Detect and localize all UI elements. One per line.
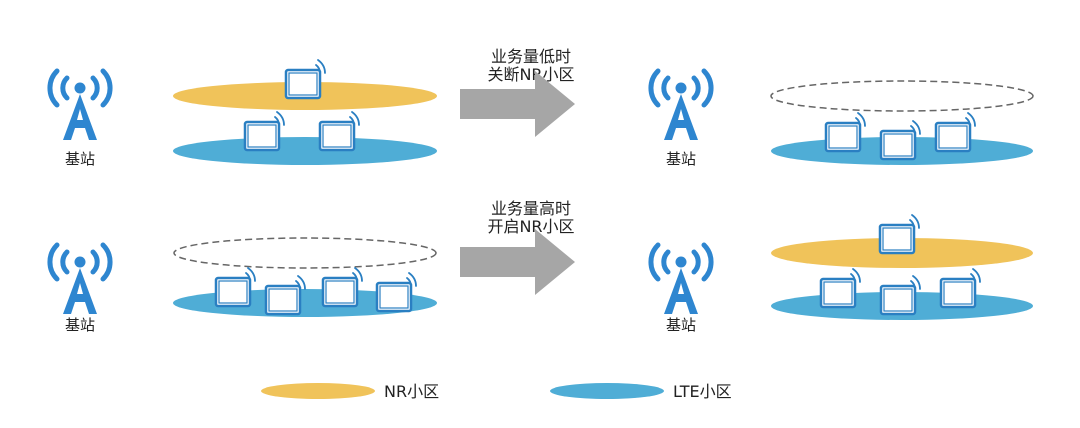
arrow-right-icon (460, 229, 575, 295)
caption-line1: 业务量高时 (491, 199, 571, 218)
phone-icon (214, 266, 257, 308)
phone-icon (879, 119, 922, 161)
phone-icon (375, 271, 418, 313)
phone-icon (878, 213, 921, 255)
base-station-icon (50, 245, 110, 314)
station-label: 基站 (666, 316, 696, 334)
station-label: 基站 (65, 150, 95, 168)
lte-cell (173, 137, 437, 165)
nr-cell-off (173, 237, 437, 269)
caption-line2: 开启NR小区 (487, 217, 574, 236)
legend-lte-swatch (550, 383, 664, 399)
phone-icon (243, 110, 286, 152)
phone-icon (264, 274, 307, 316)
nr-cell-off (770, 80, 1034, 112)
legend-nr-label: NR小区 (384, 382, 439, 401)
caption-line1: 业务量低时 (491, 47, 571, 66)
legend: NR小区 LTE小区 (261, 382, 732, 401)
legend-nr-swatch (261, 383, 375, 399)
phone-icon (879, 274, 922, 316)
base-station-icon (651, 71, 711, 140)
phone-icon (321, 266, 364, 308)
phone-icon (284, 58, 327, 100)
caption-line2: 关断NR小区 (487, 65, 574, 84)
phone-icon (824, 111, 867, 153)
legend-lte-label: LTE小区 (673, 382, 732, 401)
base-station-icon (651, 245, 711, 314)
phone-icon (939, 267, 982, 309)
phone-icon (819, 267, 862, 309)
base-station-icon (50, 71, 110, 140)
station-label: 基站 (65, 316, 95, 334)
phone-icon (318, 110, 361, 152)
station-label: 基站 (666, 150, 696, 168)
phone-icon (934, 111, 977, 153)
